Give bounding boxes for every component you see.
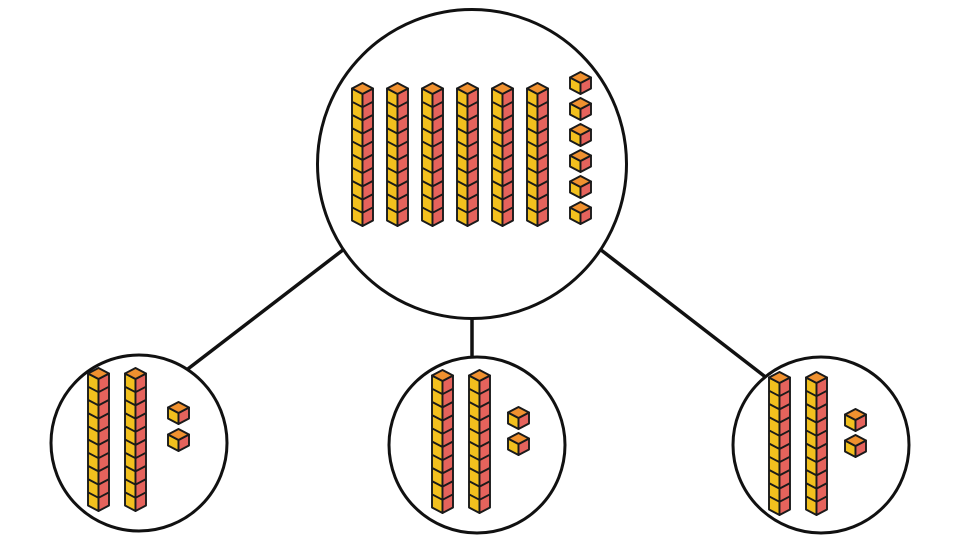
ones-cube-top-face xyxy=(569,97,592,110)
ones-cube xyxy=(569,175,592,199)
tens-rod xyxy=(421,82,444,227)
tens-rod-left-face xyxy=(805,376,818,516)
tens-rod-top-face xyxy=(431,369,454,382)
tens-rod-left-face xyxy=(431,374,444,514)
ones-cube xyxy=(507,432,530,456)
tens-rod-right-face xyxy=(478,374,491,514)
tens-rod xyxy=(526,82,549,227)
tens-rod-right-face xyxy=(361,87,374,227)
ones-cube xyxy=(844,434,867,458)
ones-cube-top-face xyxy=(507,432,530,445)
tens-rod-left-face xyxy=(421,87,434,227)
tens-rod-left-face xyxy=(87,372,100,512)
tens-rod-left-face xyxy=(491,87,504,227)
ones-cube xyxy=(569,71,592,95)
tens-rod-right-face xyxy=(815,376,828,516)
ones-cube xyxy=(569,201,592,225)
tens-rod-right-face xyxy=(431,87,444,227)
ones-cube-top-face xyxy=(569,175,592,188)
ones-cube xyxy=(569,97,592,121)
tens-rod xyxy=(468,369,491,514)
tens-rod-top-face xyxy=(468,369,491,382)
tens-rod-top-face xyxy=(124,367,147,380)
ones-cube-top-face xyxy=(167,428,190,441)
tens-rod-top-face xyxy=(87,367,110,380)
part-group-3-blocks xyxy=(768,371,867,516)
ones-cube-top-face xyxy=(167,401,190,414)
tens-rod-top-face xyxy=(526,82,549,95)
tens-rod xyxy=(768,371,791,516)
connector-line-3 xyxy=(590,241,774,384)
tens-rod xyxy=(805,371,828,516)
tens-rod-left-face xyxy=(386,87,399,227)
tens-rod xyxy=(386,82,409,227)
tens-rod-left-face xyxy=(456,87,469,227)
ones-cube xyxy=(569,149,592,173)
whole-group-blocks xyxy=(351,71,592,227)
ones-cube xyxy=(507,406,530,430)
ones-cube xyxy=(569,123,592,147)
tens-rod-right-face xyxy=(466,87,479,227)
tens-rod-right-face xyxy=(441,374,454,514)
tens-rod xyxy=(87,367,110,512)
tens-rod xyxy=(124,367,147,512)
ones-cube xyxy=(844,408,867,432)
tens-rod-left-face xyxy=(768,376,781,516)
tens-rod-right-face xyxy=(536,87,549,227)
ones-cube-top-face xyxy=(844,408,867,421)
tens-rod-top-face xyxy=(386,82,409,95)
tens-rod-right-face xyxy=(396,87,409,227)
tens-rod-right-face xyxy=(134,372,147,512)
tens-rod xyxy=(491,82,514,227)
part-group-1-blocks xyxy=(87,367,190,512)
tens-rod-top-face xyxy=(421,82,444,95)
ones-cube xyxy=(167,401,190,425)
tens-rod-left-face xyxy=(526,87,539,227)
tens-rod-right-face xyxy=(501,87,514,227)
tens-rod-left-face xyxy=(468,374,481,514)
ones-cube-top-face xyxy=(569,123,592,136)
tens-rod xyxy=(351,82,374,227)
ones-cube xyxy=(167,428,190,452)
part-group-2-blocks xyxy=(431,369,530,514)
tens-rod-left-face xyxy=(351,87,364,227)
ones-cube-top-face xyxy=(844,434,867,447)
tens-rod-top-face xyxy=(768,371,791,384)
tens-rod xyxy=(456,82,479,227)
tens-rod-left-face xyxy=(124,372,137,512)
tens-rod-right-face xyxy=(778,376,791,516)
tens-rod-right-face xyxy=(97,372,110,512)
tens-rod-top-face xyxy=(456,82,479,95)
ones-cube-top-face xyxy=(507,406,530,419)
tens-rod xyxy=(431,369,454,514)
tens-rod-top-face xyxy=(491,82,514,95)
ones-cube-top-face xyxy=(569,71,592,84)
ones-cube-top-face xyxy=(569,201,592,214)
ones-cube-top-face xyxy=(569,149,592,162)
tens-rod-top-face xyxy=(805,371,828,384)
connector-line-1 xyxy=(178,241,354,377)
tens-rod-top-face xyxy=(351,82,374,95)
